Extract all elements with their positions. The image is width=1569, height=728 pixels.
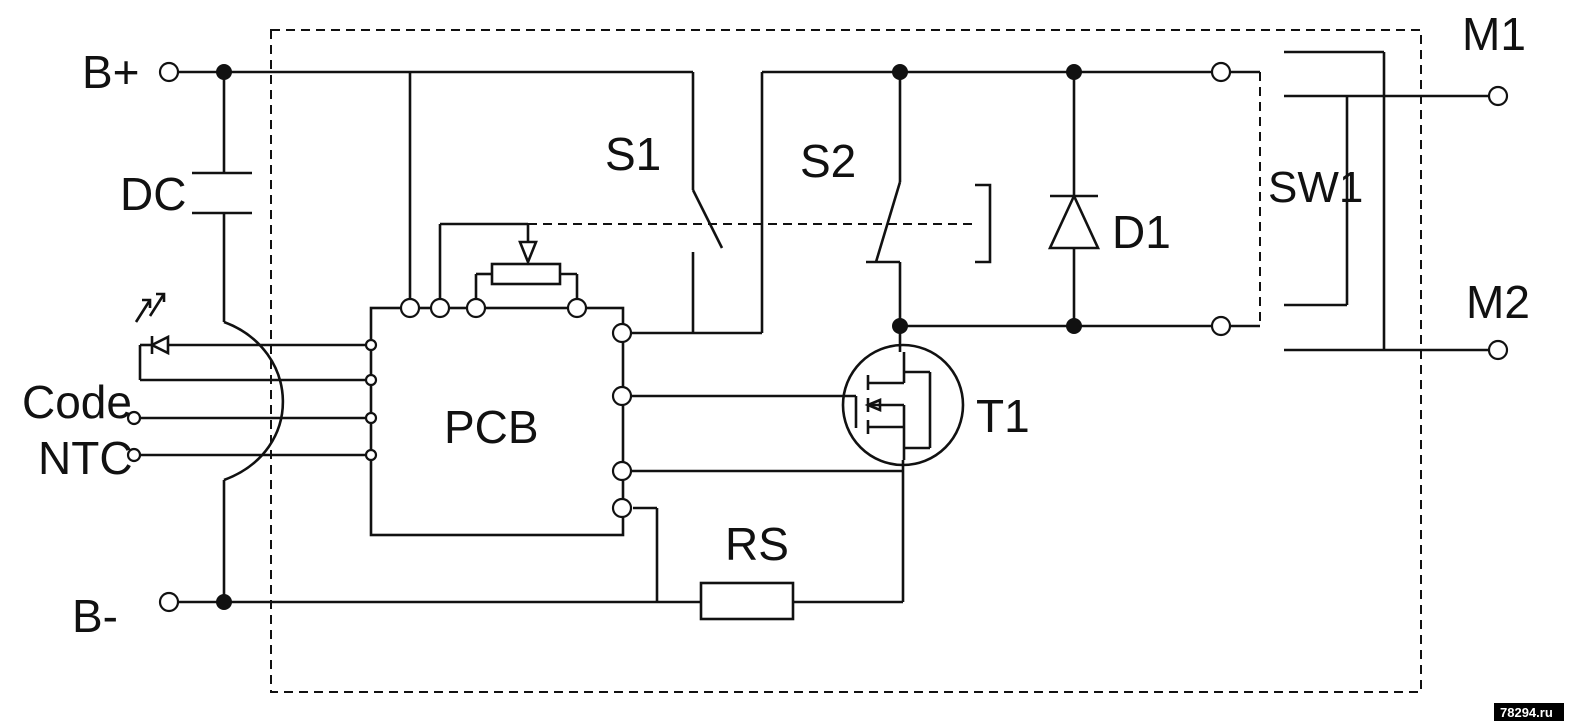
label-code: Code — [22, 376, 132, 428]
s2-switch — [866, 72, 902, 326]
junction-dot — [892, 64, 908, 80]
potentiometer — [438, 222, 579, 298]
enclosure-boundary — [270, 29, 1422, 693]
pcb-pin-right-2 — [611, 385, 633, 407]
label-s1: S1 — [605, 128, 661, 180]
watermark: 78294.ru — [1494, 703, 1564, 721]
sw1-input-bottom — [1210, 315, 1232, 337]
label-d1: D1 — [1112, 206, 1171, 258]
code-terminal — [126, 410, 142, 426]
m1-terminal — [1487, 85, 1509, 107]
t1-mosfet — [631, 326, 965, 473]
led-indicator — [134, 292, 170, 356]
pcb-left-signals — [126, 338, 378, 463]
junction-dot — [1066, 318, 1082, 334]
label-m1: M1 — [1462, 8, 1526, 60]
junction-dot — [1066, 64, 1082, 80]
svg-text:78294.ru: 78294.ru — [1500, 705, 1553, 720]
m2-terminal — [1487, 339, 1509, 361]
rs-resistor — [699, 460, 905, 621]
dc-capacitor — [192, 72, 285, 602]
b-plus-rail — [178, 70, 695, 298]
label-pcb: PCB — [444, 401, 539, 453]
sw1-switch — [1230, 50, 1498, 352]
junction-dot — [216, 64, 232, 80]
label-s2: S2 — [800, 135, 856, 187]
junction-dot — [216, 594, 232, 610]
label-rs: RS — [725, 518, 789, 570]
pcb-pin-top-1 — [399, 297, 421, 319]
s1-switch — [631, 70, 1212, 335]
b-minus-rail — [178, 506, 701, 604]
pcb-pin-top-3 — [465, 297, 487, 319]
sw1-input-top — [1210, 61, 1232, 83]
pcb-pin-right-4 — [611, 497, 633, 519]
ntc-terminal — [126, 447, 142, 463]
label-dc: DC — [120, 168, 186, 220]
pcb-pin-top-2 — [429, 297, 451, 319]
mechanical-link — [528, 183, 992, 264]
junction-dot — [892, 318, 908, 334]
b-plus-terminal — [158, 61, 180, 83]
label-m2: M2 — [1466, 276, 1530, 328]
label-b-plus: B+ — [82, 46, 140, 98]
b-minus-terminal — [158, 591, 180, 613]
pcb-pin-right-3 — [611, 460, 633, 482]
label-t1: T1 — [976, 390, 1030, 442]
d1-diode — [1047, 72, 1101, 326]
label-ntc: NTC — [38, 432, 133, 484]
label-b-minus: B- — [72, 590, 118, 642]
label-sw1: SW1 — [1268, 163, 1363, 212]
pcb-pin-right-1 — [611, 322, 633, 344]
pcb-pin-top-4 — [566, 297, 588, 319]
